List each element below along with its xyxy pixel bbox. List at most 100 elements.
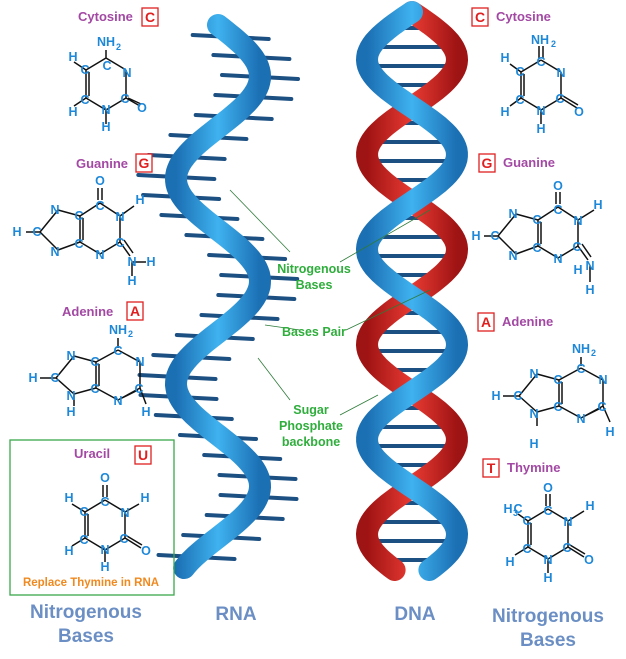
svg-text:C: C	[536, 55, 545, 69]
svg-text:C: C	[513, 389, 522, 403]
svg-text:N: N	[115, 210, 124, 224]
svg-text:H: H	[64, 491, 73, 505]
svg-text:N: N	[508, 207, 517, 221]
svg-text:H: H	[12, 225, 21, 239]
svg-text:C: C	[102, 59, 111, 73]
svg-text:N: N	[95, 248, 104, 262]
svg-text:N: N	[50, 203, 59, 217]
svg-text:H: H	[140, 491, 149, 505]
svg-text:N: N	[113, 394, 122, 408]
svg-text:H: H	[100, 560, 109, 574]
svg-text:C: C	[115, 236, 124, 250]
svg-text:H: H	[585, 499, 594, 513]
svg-text:N: N	[529, 407, 538, 421]
svg-text:N: N	[563, 515, 572, 529]
svg-text:N: N	[543, 553, 552, 567]
svg-text:C: C	[562, 541, 571, 555]
svg-text:H: H	[505, 555, 514, 569]
svg-text:H: H	[64, 544, 73, 558]
svg-text:C: C	[113, 344, 122, 358]
svg-text:O: O	[543, 481, 553, 495]
svg-text:Guanine: Guanine	[503, 155, 555, 170]
svg-text:C: C	[80, 93, 89, 107]
svg-text:C: C	[553, 203, 562, 217]
rna-strand	[164, 14, 272, 579]
svg-text:backbone: backbone	[282, 435, 340, 449]
dna-helix	[355, 1, 469, 581]
uracil-letter-box: U	[134, 445, 152, 465]
svg-text:Adenine: Adenine	[502, 314, 553, 329]
svg-text:N: N	[66, 389, 75, 403]
svg-text:C: C	[80, 63, 89, 77]
svg-text:2: 2	[128, 329, 133, 339]
svg-text:Thymine: Thymine	[507, 460, 560, 475]
svg-text:C: C	[79, 533, 88, 547]
svg-text:C: C	[576, 362, 585, 376]
svg-text:T: T	[487, 460, 496, 476]
right-thymine-letter-box: T	[482, 458, 500, 478]
svg-text:C: C	[32, 225, 41, 239]
cytosine-letter-box: C	[141, 7, 159, 27]
svg-text:N: N	[127, 255, 136, 269]
svg-text:N: N	[50, 245, 59, 259]
svg-text:2: 2	[591, 348, 596, 358]
svg-text:G: G	[482, 155, 493, 171]
svg-text:O: O	[141, 544, 151, 558]
svg-text:H: H	[573, 263, 582, 277]
right-cytosine-letter-box: C	[471, 7, 489, 27]
svg-text:Bases: Bases	[58, 626, 114, 647]
annotation-nitrogenous-bases: Nitrogenous Bases	[277, 262, 351, 292]
svg-text:C: C	[553, 373, 562, 387]
uracil-box: Uracil U O C N H C O N H C C H H Replace…	[9, 439, 175, 596]
annotation-bases-pair: Bases Pair	[282, 325, 346, 339]
footer-rna: RNA	[215, 604, 256, 625]
svg-text:N: N	[556, 66, 565, 80]
svg-text:3: 3	[513, 508, 518, 518]
svg-text:C: C	[597, 400, 606, 414]
svg-text:C: C	[50, 371, 59, 385]
svg-text:Guanine: Guanine	[76, 156, 128, 171]
svg-text:NH: NH	[572, 342, 590, 356]
svg-text:N: N	[598, 373, 607, 387]
svg-text:C: C	[120, 92, 129, 106]
svg-text:C: C	[532, 241, 541, 255]
svg-text:H: H	[146, 255, 155, 269]
svg-text:H: H	[66, 405, 75, 419]
svg-text:H: H	[543, 571, 552, 585]
left-guanine: Guanine G O C N H C N C C N N C H N H H	[12, 153, 156, 288]
dna-strand-blue	[355, 1, 469, 581]
svg-text:U: U	[138, 447, 148, 463]
right-adenine-letter-box: A	[477, 312, 495, 332]
svg-text:C: C	[145, 9, 155, 25]
svg-text:C: C	[74, 237, 83, 251]
svg-text:H: H	[503, 502, 512, 516]
svg-text:O: O	[584, 553, 594, 567]
svg-text:Cytosine: Cytosine	[496, 9, 551, 24]
svg-text:H: H	[127, 274, 136, 288]
svg-text:C: C	[553, 400, 562, 414]
svg-text:H: H	[593, 198, 602, 212]
svg-text:A: A	[481, 314, 491, 330]
svg-text:H: H	[101, 120, 110, 134]
svg-text:O: O	[137, 101, 147, 115]
svg-text:Cytosine: Cytosine	[78, 9, 133, 24]
svg-text:C: C	[532, 213, 541, 227]
annotation-backbone: Sugar Phosphate backbone	[279, 403, 343, 449]
svg-text:N: N	[120, 506, 129, 520]
svg-text:H: H	[68, 105, 77, 119]
svg-text:Nitrogenous: Nitrogenous	[492, 606, 604, 627]
svg-text:2: 2	[551, 39, 556, 49]
svg-text:2: 2	[116, 42, 121, 52]
svg-text:G: G	[139, 155, 150, 171]
svg-text:O: O	[574, 105, 584, 119]
svg-text:H: H	[529, 437, 538, 451]
svg-text:H: H	[471, 229, 480, 243]
svg-text:C: C	[79, 505, 88, 519]
svg-text:N: N	[66, 349, 75, 363]
svg-text:H: H	[28, 371, 37, 385]
svg-text:H: H	[536, 122, 545, 136]
